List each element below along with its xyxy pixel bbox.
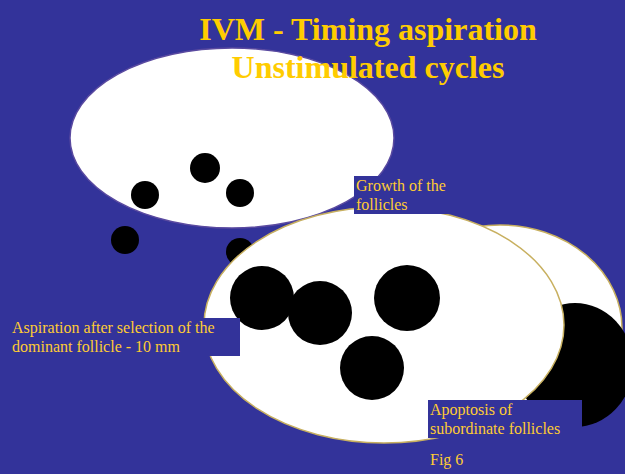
slide-title: IVM - Timing aspiration Unstimulated cyc… [148,10,588,86]
stage-label: Apoptosis of subordinate follicles [428,400,582,438]
stage-label: Growth of the follicles [354,176,468,214]
stage-label: Aspiration after selection of the domina… [10,318,240,356]
figure-caption: Fig 6 [428,450,465,469]
